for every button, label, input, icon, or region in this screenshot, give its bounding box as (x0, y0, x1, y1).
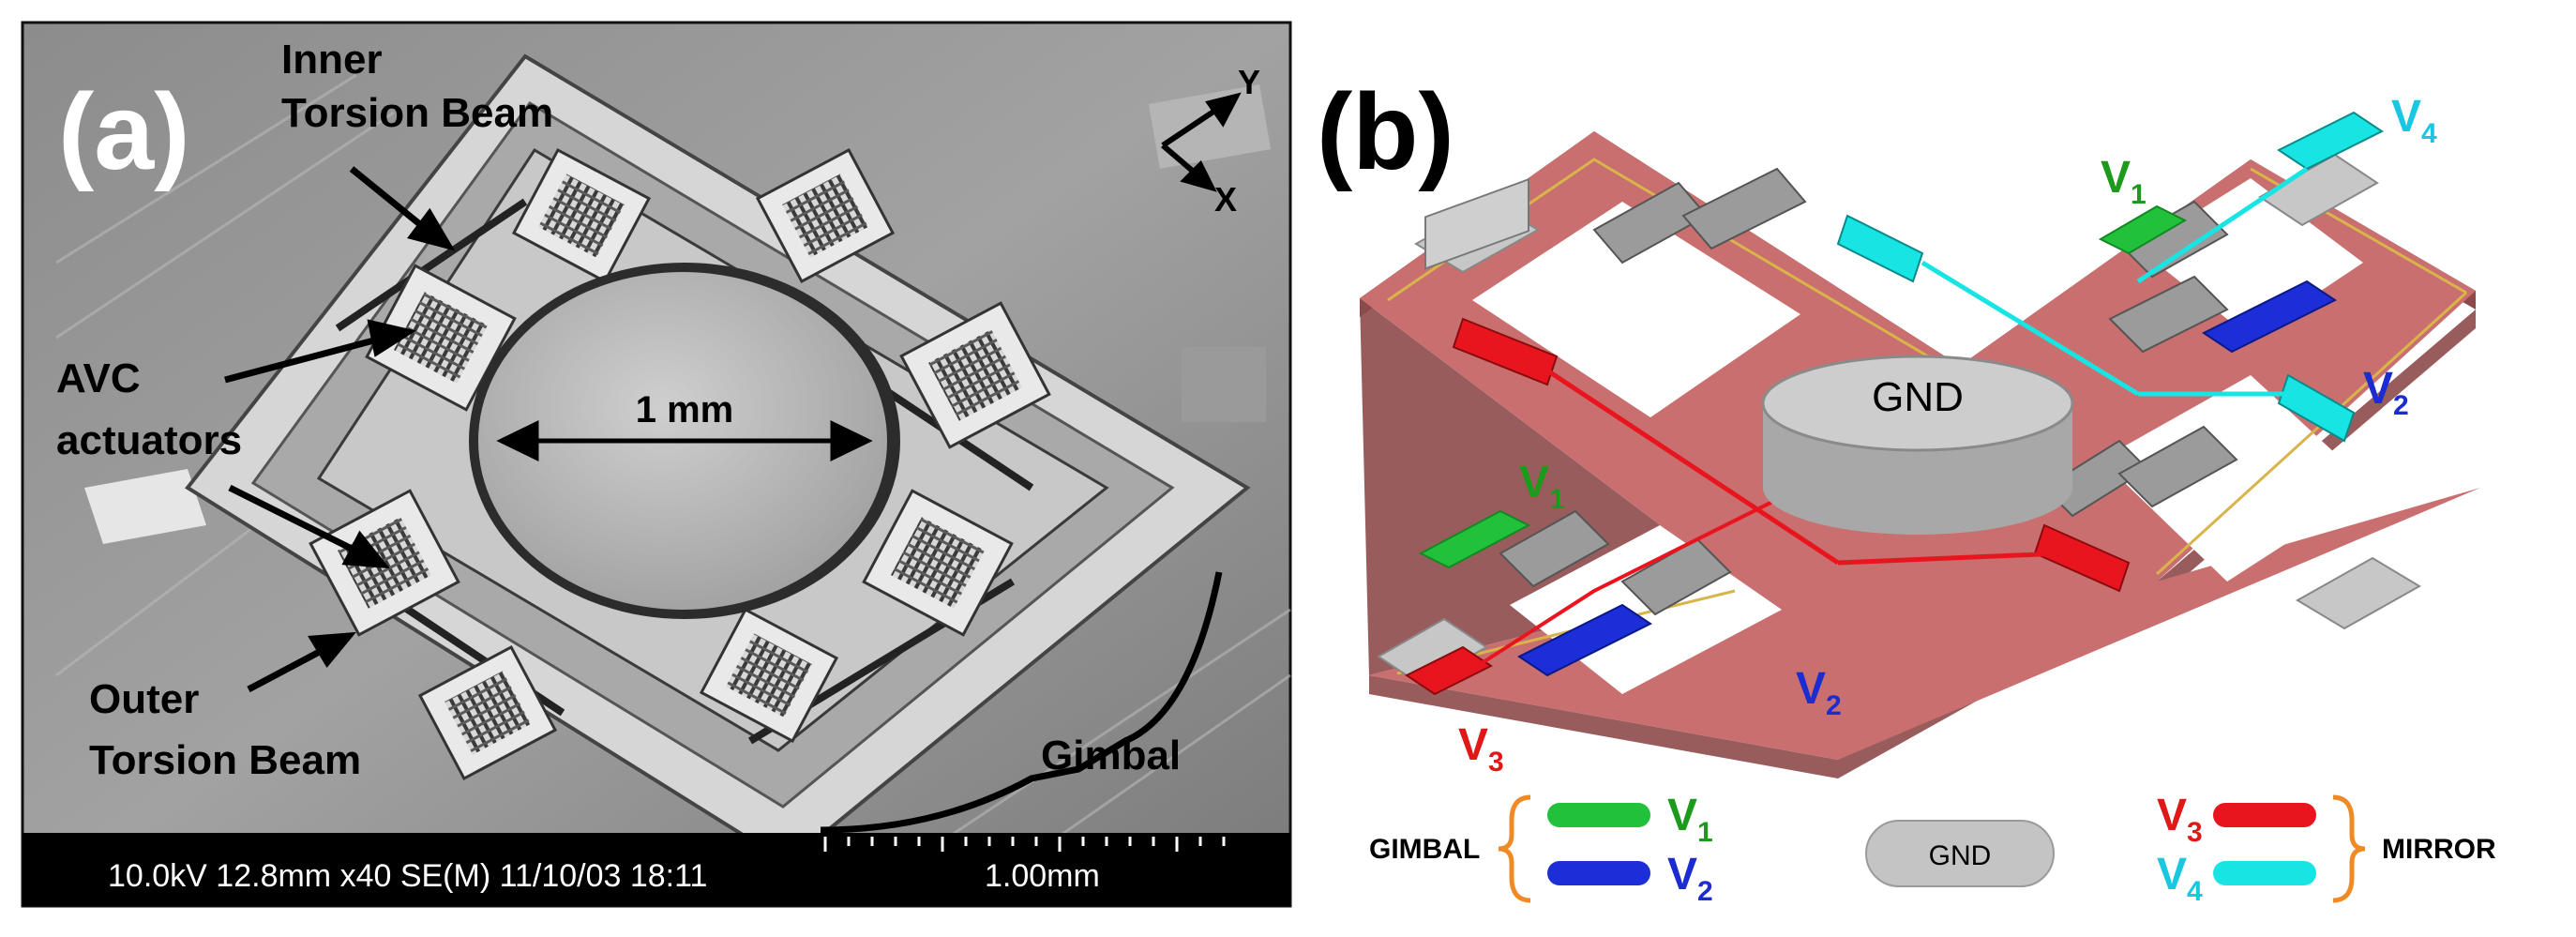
cyan-actuator-top-right (2277, 111, 2384, 171)
legend-gimbal-label: GIMBAL (1369, 834, 1480, 865)
legend-v3-label: V3 (2157, 791, 2203, 848)
green-actuator-top (2098, 204, 2188, 255)
legend-mirror-label: MIRROR (2382, 834, 2496, 865)
sem-scale-ticks (823, 837, 1226, 852)
gimbal-label: Gimbal (1041, 733, 1181, 778)
cyan-trace (1921, 260, 2288, 397)
opening-top-left (1472, 202, 1800, 417)
panel-b-letter: (b) (1317, 72, 1454, 192)
inner-torsion-beam-label-2: Torsion Beam (281, 90, 553, 136)
red-actuator-bottom-right (2033, 523, 2131, 593)
avc-actuators-label-2: actuators (56, 417, 242, 463)
legend-v1-swatch (1547, 803, 1650, 827)
callout-arrows (224, 166, 456, 693)
opening-bottom-right (2101, 375, 2373, 582)
v2-bottom-label: V2 (1796, 664, 1842, 721)
panel-a-sem-image: 1 mm Y X (a) Inner Torsion Beam AVC actu… (21, 21, 1292, 908)
axis-x-label: X (1214, 180, 1237, 219)
dimension-arrow (496, 420, 873, 461)
sem-info-bar (23, 833, 1290, 906)
sem-image-svg: 1 mm Y X (a) Inner Torsion Beam AVC actu… (21, 21, 1292, 908)
legend-mirror-brace (2332, 794, 2366, 903)
cyan-actuator-center (1836, 214, 1924, 283)
gimbal-brace (820, 571, 1223, 834)
red-actuator-bottom-left (1405, 645, 1493, 696)
legend-v2-swatch (1547, 861, 1650, 885)
outer-torsion-beam-label-2: Torsion Beam (89, 737, 361, 783)
legend-v3-swatch (2213, 803, 2316, 827)
inner-torsion-beam-label-1: Inner (281, 37, 383, 83)
blue-actuator-right (2202, 280, 2337, 354)
outer-torsion-beam-label-1: Outer (89, 676, 199, 722)
red-actuator-top-left (1452, 317, 1559, 386)
panel-b-schematic: GND (b) V1 V4 V2 V1 V2 V3 GIMBAL V1 V2 G… (1313, 0, 2576, 932)
comb-drive-fins (1499, 167, 2238, 616)
legend-gimbal-brace (1498, 794, 1531, 903)
dimension-label: 1 mm (636, 389, 734, 431)
panel-a-letter: (a) (58, 72, 190, 192)
red-trace (1545, 368, 2064, 566)
legend: GIMBAL V1 V2 GND V3 V4 MIRROR (1369, 791, 2496, 907)
legend-v1-label: V1 (1667, 791, 1713, 848)
legend-v4-swatch (2213, 861, 2316, 885)
gnd-label: GND (1872, 374, 1964, 420)
sem-info-text: 10.0kV 12.8mm x40 SE(M) 11/10/03 18:11 (108, 858, 707, 894)
gnd-cylinder-top (1761, 355, 2074, 452)
legend-gnd-label: GND (1929, 840, 1992, 871)
sem-scale-text: 1.00mm (985, 858, 1100, 894)
legend-gnd-swatch (1865, 820, 2055, 887)
v1-top-label: V1 (2101, 153, 2147, 210)
schematic-svg: GND (b) V1 V4 V2 V1 V2 V3 GIMBAL V1 V2 G… (1317, 72, 2496, 907)
legend-v2-label: V2 (1667, 850, 1713, 907)
v3-left-label: V3 (1458, 720, 1504, 778)
v2-right-label: V2 (2363, 364, 2409, 421)
substrate-traces (55, 73, 1291, 884)
blue-actuator-bottom (1517, 603, 1652, 677)
green-actuator-left (1418, 509, 1531, 569)
axis-y-label: Y (1238, 63, 1260, 101)
v4-top-label: V4 (2391, 92, 2437, 149)
xy-axis-icon (1161, 92, 1242, 192)
v1-left-label: V1 (1519, 458, 1565, 515)
avc-actuators-label-1: AVC (56, 355, 141, 401)
legend-v4-label: V4 (2157, 850, 2203, 907)
bond-pad (84, 469, 206, 544)
